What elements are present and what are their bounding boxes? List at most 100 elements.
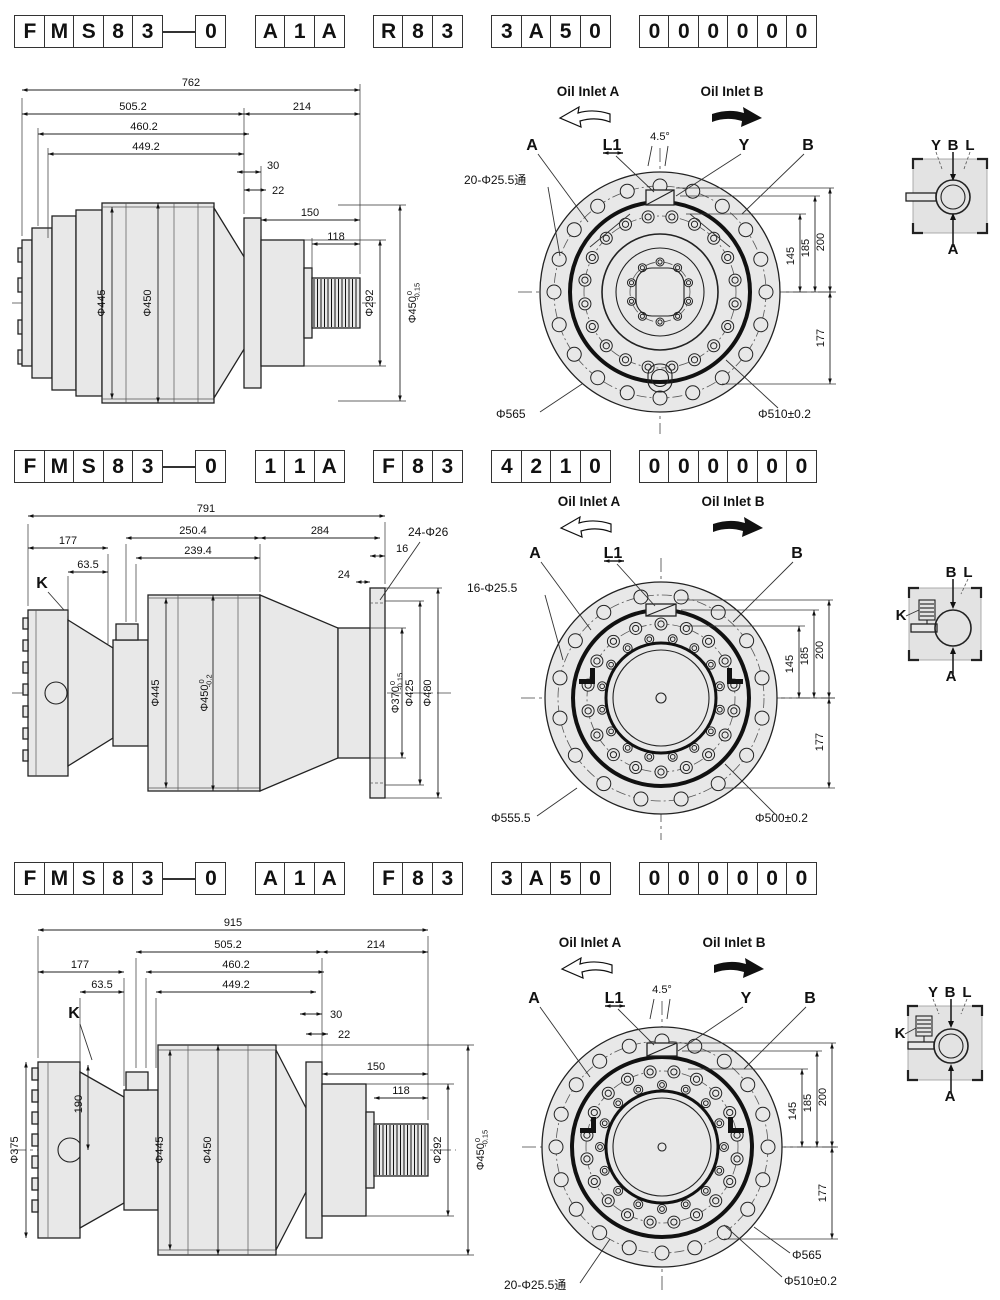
code-group-series: F M S 8 3 [14, 862, 164, 895]
code-char: F [373, 450, 405, 483]
schematic-a-label: A [945, 1088, 956, 1105]
dim-total-length: 915 [224, 917, 242, 929]
motor-body-profile [17, 202, 361, 404]
inner-bolt-holes [578, 210, 742, 374]
code-char: 0 [668, 862, 700, 895]
port-schematic-1: Y B L A [905, 137, 989, 258]
dim-118: 118 [327, 231, 345, 243]
dim-150: 150 [301, 207, 319, 219]
schematic-k-label: K [895, 1025, 906, 1042]
front-view-drawing-3: Oil Inlet A Oil Inlet B A L1 4.5° Y B 14… [504, 935, 838, 1292]
code-char: 8 [402, 450, 434, 483]
code-char: 0 [195, 862, 227, 895]
code-char: 0 [785, 15, 817, 48]
side-view-drawing-2: 791 250.4 284 239.4 177 63.5 K 24 16 24-… [12, 503, 453, 799]
schematic-l-label: L [965, 137, 974, 154]
dim-dia370-tol: Φ3700-0.15 [388, 673, 405, 713]
port-b-label: B [802, 137, 814, 154]
side-view-drawing-3: 915 505.2 177 460.2 214 63.5 449.2 30 22… [9, 917, 490, 1256]
dim-177: 177 [815, 329, 827, 347]
code-char: A [254, 862, 286, 895]
code-char: 1 [284, 862, 316, 895]
code-group-mount: F 8 3 [373, 862, 463, 895]
model-code-row-1: F M S 8 3 0 A 1 A R 8 3 3 A 5 0 0 0 0 [14, 15, 847, 48]
schematic-b-label: B [946, 564, 957, 581]
code-char: 0 [638, 862, 670, 895]
code-group-shaft: A 1 A [254, 862, 345, 895]
dim-214: 214 [293, 101, 311, 113]
schematic-b-label: B [948, 137, 959, 154]
code-connector-line [163, 465, 198, 468]
dim-118: 118 [392, 1085, 410, 1097]
dim-dia450-tol: Φ4500-0.15 [473, 1130, 490, 1170]
dim-505: 505.2 [119, 101, 147, 113]
code-char: A [313, 450, 345, 483]
port-l1-label: L1 [605, 990, 624, 1007]
schematic-block [912, 158, 988, 234]
code-char: 0 [579, 862, 611, 895]
bolt-holes-callout: 16-Φ25.5 [467, 581, 518, 595]
outer-diameter-callout: Φ565 [792, 1248, 822, 1262]
bolt-holes-callout: 20-Φ25.5通 [464, 173, 526, 187]
code-char: 3 [431, 15, 463, 48]
dim-239: 239.4 [184, 545, 212, 557]
dim-214: 214 [367, 939, 385, 951]
code-group-displacement: 4 2 1 0 [491, 450, 611, 483]
dim-185: 185 [799, 647, 811, 665]
code-group-options: 0 0 0 0 0 0 [638, 862, 817, 895]
splined-shaft [373, 1123, 429, 1177]
bolt-holes-callout: 20-Φ25.5通 [504, 1278, 566, 1292]
dim-30: 30 [267, 160, 279, 172]
code-char: 8 [102, 15, 134, 48]
code-char: 3 [132, 15, 164, 48]
center-hub [635, 267, 685, 317]
code-char: 0 [579, 450, 611, 483]
dim-145: 145 [785, 247, 797, 265]
port-y-label: Y [739, 137, 750, 154]
dim-dia450-tol: Φ4500-0.2 [197, 674, 214, 711]
code-char: 0 [727, 862, 759, 895]
schematic-b-label: B [945, 984, 956, 1001]
dim-total-length: 762 [182, 77, 200, 89]
code-char: F [14, 450, 46, 483]
code-char: 0 [638, 450, 670, 483]
angle-label: 4.5° [650, 131, 670, 143]
dim-dia292: Φ292 [432, 1136, 444, 1163]
port-schematic-2: B L A K [896, 564, 983, 685]
bolt-circle-callout: Φ510±0.2 [758, 407, 811, 421]
code-char: A [520, 15, 552, 48]
dim-177: 177 [59, 535, 77, 547]
code-char: 1 [284, 450, 316, 483]
code-char: 0 [195, 15, 227, 48]
port-l1-label: L1 [603, 137, 622, 154]
code-char: 0 [785, 862, 817, 895]
schematic-shaft-stub [907, 1041, 935, 1050]
outer-diameter-callout: Φ555.5 [491, 811, 531, 825]
rotation-arrow-b-icon [712, 107, 762, 127]
bolt-circle-callout: Φ510±0.2 [784, 1274, 837, 1288]
code-char: 3 [491, 862, 523, 895]
dim-284: 284 [311, 525, 329, 537]
code-char: 1 [284, 15, 316, 48]
code-char: 8 [102, 862, 134, 895]
code-char: 0 [638, 15, 670, 48]
dim-185: 185 [800, 239, 812, 257]
code-group-variant: 0 [195, 450, 227, 483]
dim-dia375: Φ375 [9, 1136, 21, 1163]
outer-bolt-holes [548, 1033, 776, 1261]
dim-505: 505.2 [214, 939, 242, 951]
model-code-row-3: F M S 8 3 0 A 1 A F 8 3 3 A 5 0 0 0 0 [14, 862, 847, 895]
dim-190: 190 [73, 1095, 85, 1113]
code-char: 8 [402, 15, 434, 48]
code-group-mount: F 8 3 [373, 450, 463, 483]
port-b-label: B [804, 990, 816, 1007]
dim-460: 460.2 [130, 121, 158, 133]
inner-bolt-holes [581, 617, 741, 779]
oil-inlet-b-label: Oil Inlet B [701, 494, 764, 509]
dim-177: 177 [817, 1184, 829, 1202]
code-char: A [313, 862, 345, 895]
dim-dia445: Φ445 [150, 679, 162, 706]
dim-460: 460.2 [222, 959, 250, 971]
code-char: S [73, 450, 105, 483]
